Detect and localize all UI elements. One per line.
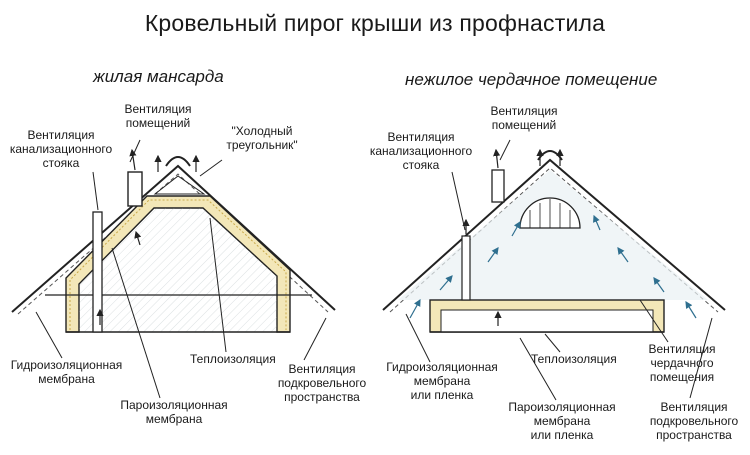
left-label-vent-sewer: Вентиляция канализационного стояка [9, 128, 113, 170]
right-label-vapor: Пароизоляционная мембрана или пленка [508, 400, 616, 442]
left-waterproof-line [17, 173, 329, 315]
right-label-vent-rooms: Вентиляция помещений [490, 104, 558, 132]
right-label-vent-sewer: Вентиляция канализационного стояка [369, 130, 473, 172]
right-label-insulation: Теплоизоляция [531, 352, 617, 366]
right-label-waterproof: Гидроизоляционная мембрана или пленка [386, 360, 498, 402]
left-subtitle: жилая мансарда [93, 67, 224, 86]
right-attic-space [398, 170, 708, 300]
right-dormer-slats [529, 199, 571, 228]
right-sewer-pipe [461, 235, 471, 301]
right-roof [382, 139, 726, 401]
right-roof-sheet [382, 158, 726, 311]
right-ridge-cap [537, 150, 563, 161]
right-chimney [491, 169, 505, 203]
left-cold-triangle [153, 175, 206, 195]
right-label-vent-attic: Вентиляция чердачного помещения [648, 342, 716, 384]
left-roof [11, 139, 336, 399]
left-insulation-texture [69, 199, 287, 330]
left-chimney [127, 171, 143, 207]
right-label-vent-underroof: Вентиляция подкровельного пространства [649, 400, 739, 442]
left-label-vapor: Пароизоляционная мембрана [120, 398, 228, 426]
left-label-vent-rooms: Вентиляция помещений [124, 102, 192, 130]
right-exhaust-arrows [462, 148, 564, 326]
left-vent-arrows [96, 148, 200, 325]
left-roof-sheet [11, 164, 336, 313]
left-label-cold-triangle: "Холодный треугольник" [226, 124, 298, 152]
right-ceiling-inner [440, 309, 654, 333]
left-sewer-pipe [92, 211, 103, 333]
left-ridge-cap [165, 156, 191, 167]
page-title: Кровельный пирог крыши из профнастила [144, 10, 606, 36]
left-label-waterproof: Гидроизоляционная мембрана [10, 358, 123, 386]
left-label-insulation: Теплоизоляция [190, 352, 276, 366]
left-leader-lines [35, 139, 327, 399]
right-subtitle: нежилое чердачное помещение [405, 70, 658, 89]
right-airflow-arrows [409, 214, 697, 319]
left-label-vent-underroof: Вентиляция подкровельного пространства [277, 362, 367, 404]
right-leader-lines [405, 139, 713, 401]
